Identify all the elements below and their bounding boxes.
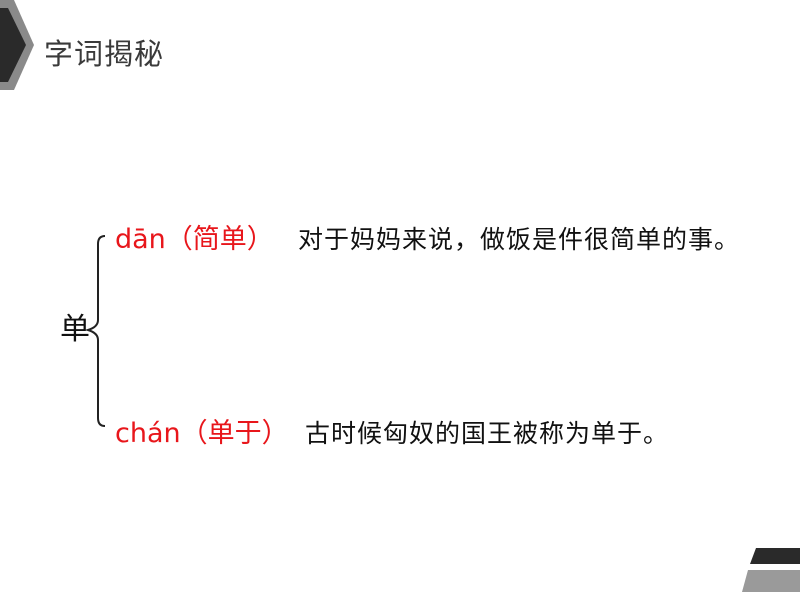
footer-decoration [742, 548, 800, 592]
brace-connector [85, 235, 106, 427]
main-character: 单 [60, 312, 90, 347]
example-sentence: 古时候匈奴的国王被称为单于。 [305, 419, 670, 448]
page-title: 字词揭秘 [44, 37, 165, 71]
header-decoration [0, 0, 34, 90]
example-sentence: 对于妈妈来说，做饭是件很简单的事。 [298, 225, 741, 254]
reading-pinyin: dān（简单） [115, 224, 274, 255]
reading-pinyin: chán（单于） [115, 418, 289, 449]
